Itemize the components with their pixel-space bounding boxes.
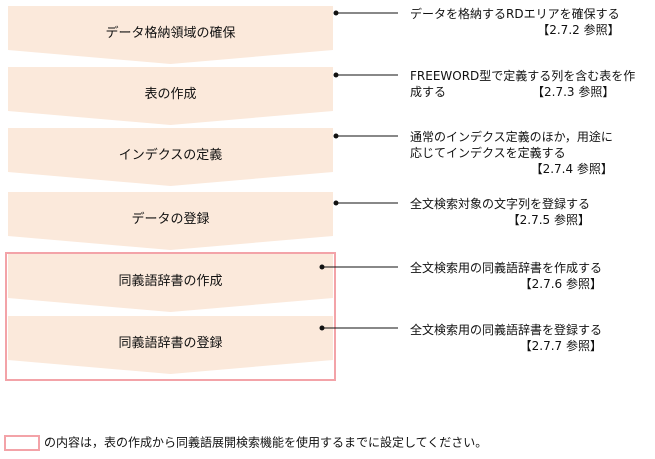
legend: の内容は，表の作成から同義語展開検索機能を使用するまでに設定してください。 [4, 434, 487, 451]
step-define-index: インデクスの定義 [8, 128, 333, 186]
legend-text: の内容は，表の作成から同義語展開検索機能を使用するまでに設定してください。 [44, 435, 488, 450]
step-label: インデクスの定義 [119, 147, 223, 163]
reference-label: 【2.7.5 参照】 [507, 213, 591, 227]
note-line: 全文検索用の同義語辞書を作成する [410, 261, 603, 275]
legend-swatch [4, 434, 40, 451]
step-note-rd-area: データを格納するRDエリアを確保する 【2.7.2 参照】 [410, 6, 620, 38]
reference-label: 【2.7.4 参照】 [530, 162, 613, 176]
step-label: データの登録 [131, 211, 209, 227]
step-label: データ格納領域の確保 [105, 25, 235, 41]
step-shape [8, 128, 333, 186]
connector-register-synonym-dictionary [319, 325, 398, 331]
step-note-create-table: FREEWORD型で定義する列を含む表を作 成する 【2.7.3 参照】 [410, 68, 635, 100]
step-shape [8, 192, 333, 250]
note-line: 成する [410, 85, 447, 99]
step-create-synonym-dictionary: 同義語辞書の作成 [8, 254, 333, 312]
note-line: 全文検索用の同義語辞書を登録する [410, 323, 603, 337]
step-label: 同義語辞書の作成 [118, 273, 222, 289]
connector-dot [333, 200, 339, 206]
connector-define-index [333, 133, 398, 139]
connector-register-data [333, 200, 398, 206]
step-label: 同義語辞書の登録 [118, 335, 222, 351]
reference-label: 【2.7.2 参照】 [537, 23, 620, 37]
step-note-define-index: 通常のインデクス定義のほか，用途に 応じてインデクスを定義する 【2.7.4 参… [410, 129, 613, 177]
connector-dot [333, 72, 339, 78]
connector-dot [333, 133, 339, 139]
connector-dot [333, 10, 339, 16]
connector-create-synonym-dictionary [319, 264, 398, 270]
note-line: 通常のインデクス定義のほか，用途に [410, 130, 613, 144]
step-shape [8, 6, 333, 64]
note-line: データを格納するRDエリアを確保する [410, 7, 620, 21]
note-line: 応じてインデクスを定義する [410, 146, 566, 160]
step-note-register-data: 全文検索対象の文字列を登録する 【2.7.5 参照】 [410, 196, 590, 228]
reference-label: 【2.7.3 参照】 [532, 85, 615, 99]
step-shape [8, 316, 333, 374]
connector-dot [319, 264, 325, 270]
step-register-synonym-dictionary: 同義語辞書の登録 [8, 316, 333, 374]
step-register-data: データの登録 [8, 192, 333, 250]
connector-dot [319, 325, 325, 331]
step-shape [8, 254, 333, 312]
step-note-create-synonym-dictionary: 全文検索用の同義語辞書を作成する 【2.7.6 参照】 [410, 260, 602, 292]
highlight-frame [5, 252, 336, 381]
note-line: FREEWORD型で定義する列を含む表を作 [410, 69, 636, 83]
reference-label: 【2.7.6 参照】 [519, 277, 603, 291]
step-label: 表の作成 [144, 87, 196, 102]
reference-label: 【2.7.7 参照】 [519, 339, 603, 353]
connector-create-table [333, 72, 398, 78]
step-create-table: 表の作成 [8, 67, 333, 125]
step-note-register-synonym-dictionary: 全文検索用の同義語辞書を登録する 【2.7.7 参照】 [410, 322, 602, 354]
step-shape [8, 67, 333, 125]
connector-rd-area [333, 10, 398, 16]
note-line: 全文検索対象の文字列を登録する [410, 197, 591, 211]
step-rd-area: データ格納領域の確保 [8, 6, 333, 64]
